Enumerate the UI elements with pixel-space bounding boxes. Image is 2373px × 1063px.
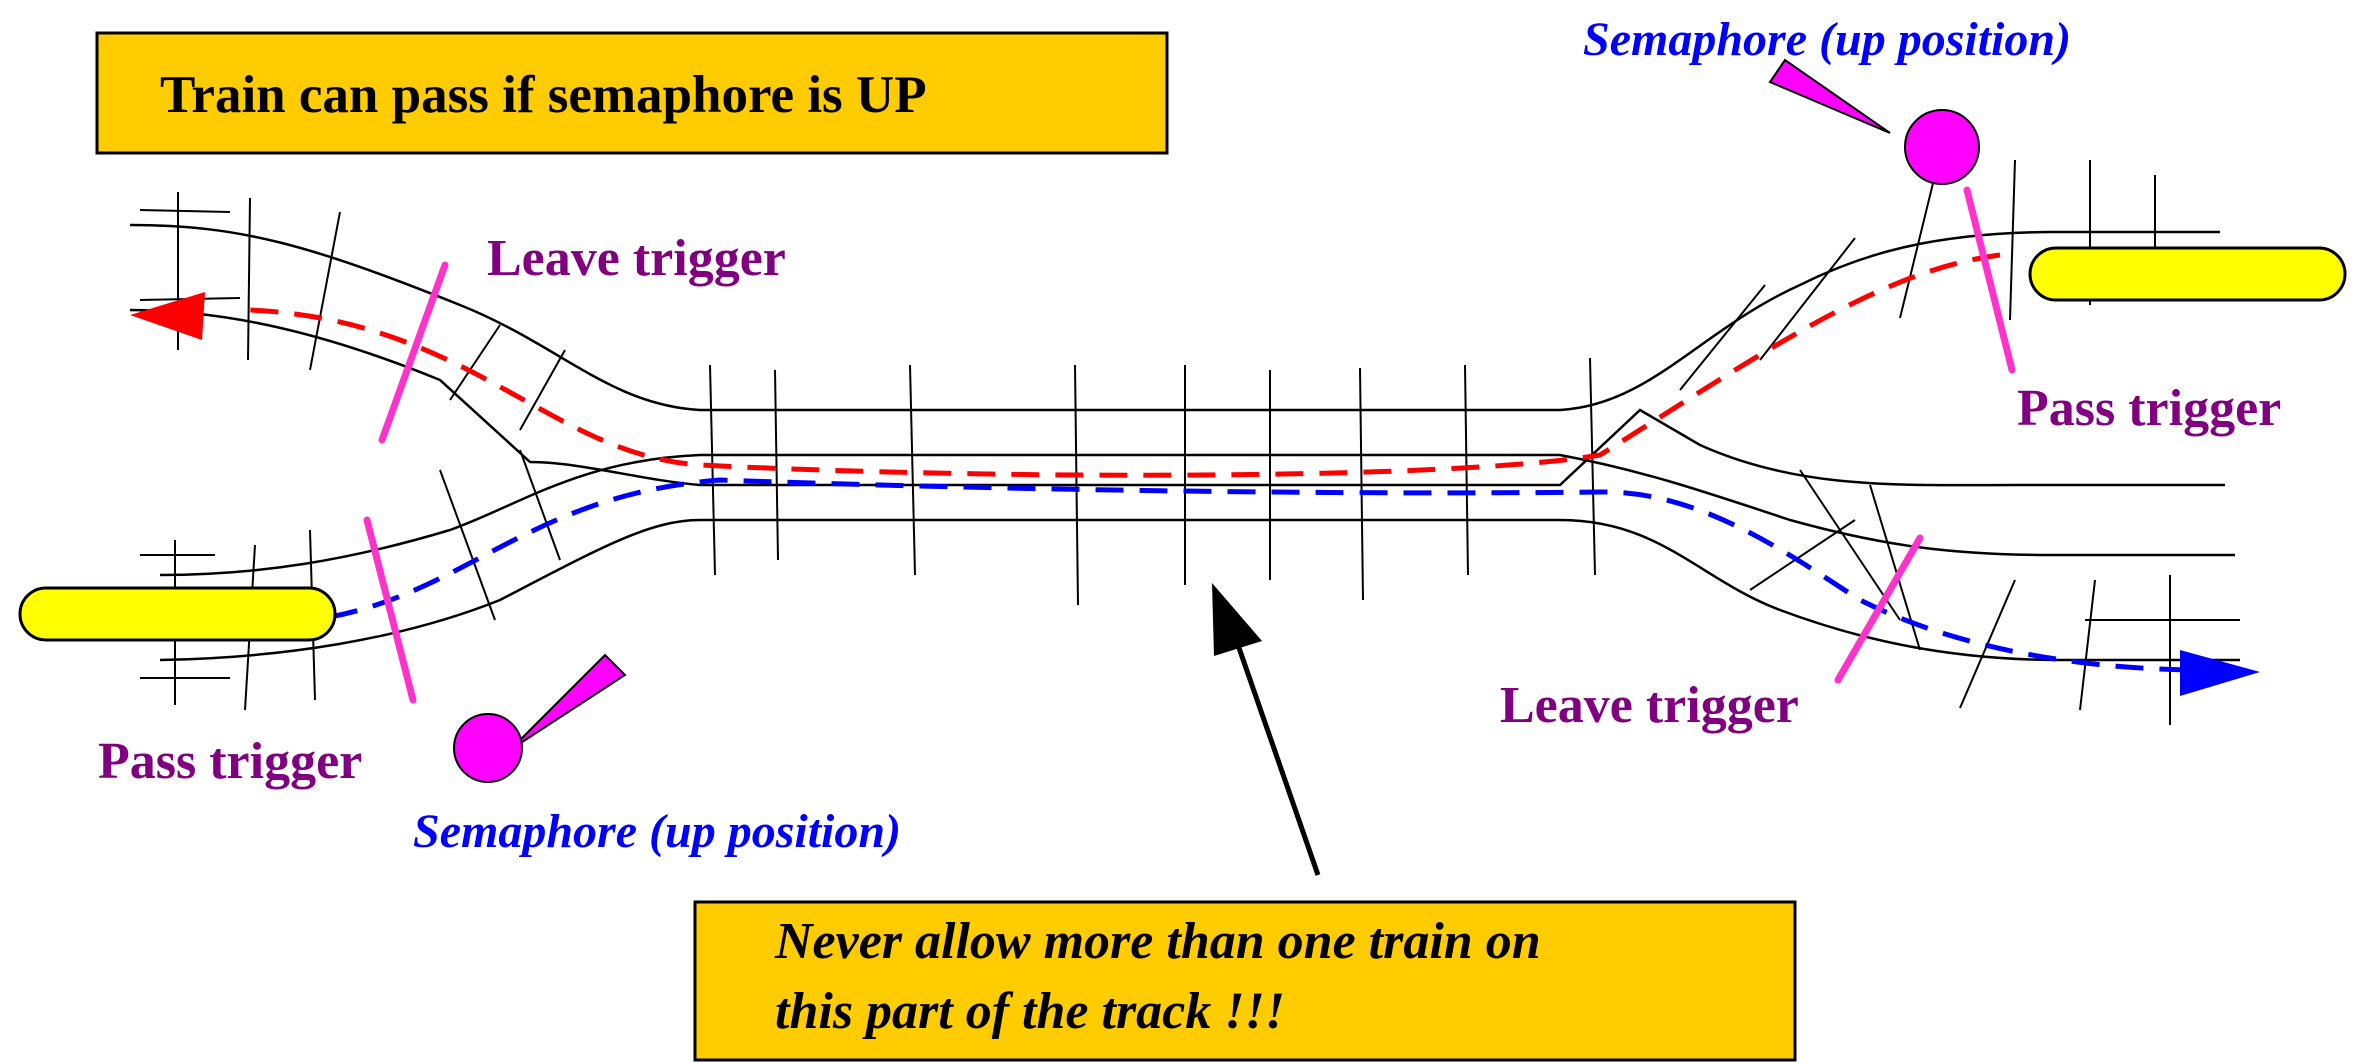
note-box: Never allow more than one train on this … <box>693 900 1797 1062</box>
train-left <box>18 586 337 642</box>
triggers <box>363 186 2016 704</box>
pointer-arrow <box>1212 583 1321 876</box>
leave-trigger-right-bar <box>1834 534 1924 684</box>
semaphore-left-icon <box>453 653 627 783</box>
semaphore-left-label: Semaphore (up position) <box>413 805 901 858</box>
route-westbound <box>130 252 2001 478</box>
leave-trigger-right-label: Leave trigger <box>1500 677 1799 734</box>
pass-trigger-left-label: Pass trigger <box>98 733 362 790</box>
pass-trigger-right-label: Pass trigger <box>2017 380 2281 437</box>
westbound-arrow-icon <box>130 292 205 340</box>
pass-trigger-left-bar <box>363 516 417 704</box>
track-rails <box>129 223 2240 662</box>
route-eastbound <box>329 477 2260 696</box>
note-line-2: this part of the track !!! <box>775 983 1285 1040</box>
pointer-arrowhead-icon <box>1212 583 1262 656</box>
title-box: Train can pass if semaphore is UP <box>95 31 1169 155</box>
semaphore-right-icon <box>1768 58 1980 185</box>
leave-trigger-left-bar <box>378 261 449 444</box>
title-text: Train can pass if semaphore is UP <box>160 66 927 124</box>
leave-trigger-left-label: Leave trigger <box>487 230 786 287</box>
note-line-1: Never allow more than one train on <box>774 913 1541 970</box>
pass-trigger-right-bar <box>1963 186 2016 374</box>
train-right <box>2028 246 2347 302</box>
track-sleepers <box>139 159 2240 725</box>
semaphore-right-label: Semaphore (up position) <box>1583 13 2071 66</box>
eastbound-arrow-icon <box>2180 650 2260 696</box>
